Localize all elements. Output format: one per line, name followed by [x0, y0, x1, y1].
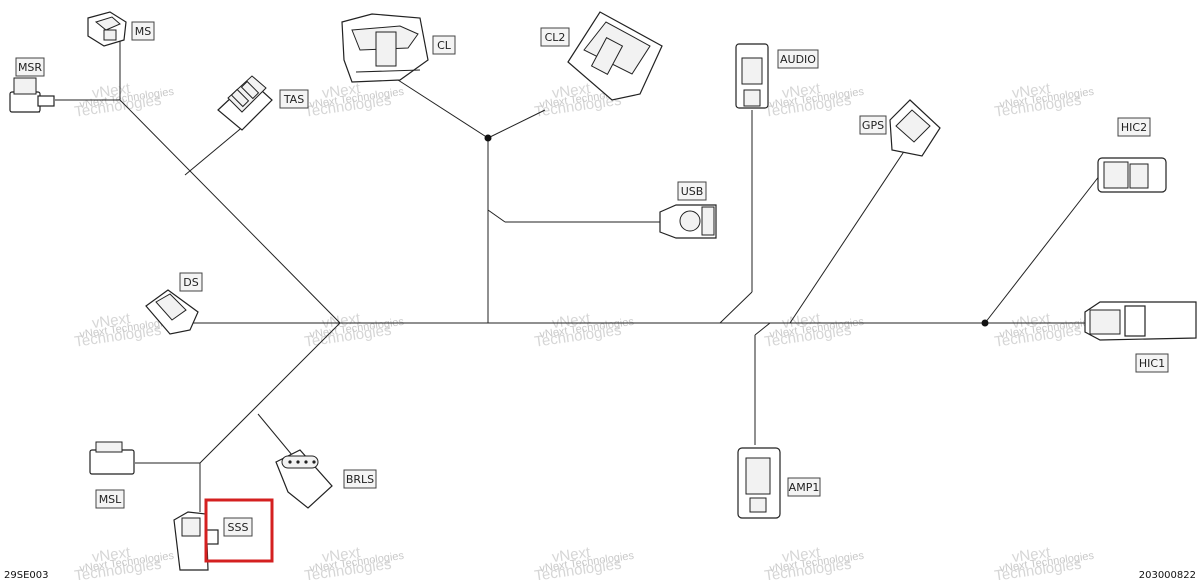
label-tas-text: TAS — [283, 93, 304, 106]
svg-text:vNext: vNext — [91, 80, 132, 102]
label-ds: DS — [179, 272, 203, 292]
label-hic1: HIC1 — [1135, 353, 1169, 373]
harness-wires — [55, 40, 1101, 512]
label-cl2: CL2 — [540, 27, 570, 47]
footer-right-code: 203000822 — [1139, 570, 1196, 580]
svg-text:vNext: vNext — [321, 310, 362, 332]
label-brls: BRLS — [343, 469, 377, 489]
label-msr: MSR — [15, 57, 45, 77]
label-ms-text: MS — [135, 25, 151, 38]
label-audio-text: AUDIO — [780, 53, 816, 66]
svg-text:vNext: vNext — [91, 310, 132, 332]
svg-text:vNext: vNext — [781, 544, 822, 566]
connector-msr[interactable] — [9, 77, 55, 113]
svg-text:vNext: vNext — [1011, 544, 1052, 566]
label-usb: USB — [677, 181, 707, 201]
label-usb-text: USB — [681, 185, 704, 198]
svg-text:vNext: vNext — [551, 310, 592, 332]
svg-text:vNext: vNext — [1011, 310, 1052, 332]
svg-text:vNext: vNext — [781, 80, 822, 102]
label-gps-text: GPS — [862, 119, 884, 132]
label-msl: MSL — [95, 489, 125, 509]
svg-text:vNext: vNext — [781, 310, 822, 332]
label-cl2-text: CL2 — [545, 31, 566, 44]
connector-ds[interactable] — [145, 289, 199, 335]
svg-text:vNext: vNext — [1011, 80, 1052, 102]
svg-text:vNext: vNext — [551, 80, 592, 102]
label-hic2: HIC2 — [1117, 117, 1151, 137]
connector-gps[interactable] — [889, 99, 941, 157]
junction-dot — [484, 134, 492, 142]
label-amp1-text: AMP1 — [789, 481, 820, 494]
junction-dot — [981, 319, 989, 327]
svg-text:vNext: vNext — [551, 544, 592, 566]
label-msl-text: MSL — [99, 493, 122, 506]
label-ms: MS — [131, 21, 155, 41]
connector-usb[interactable] — [659, 204, 717, 239]
connector-tas[interactable] — [217, 75, 273, 131]
label-hic1-text: HIC1 — [1139, 357, 1165, 370]
connector-cl2[interactable] — [567, 11, 663, 101]
connector-cl[interactable] — [341, 13, 429, 83]
highlight-box-sss — [204, 498, 274, 563]
label-sss-text: SSS — [228, 521, 249, 534]
label-cl-text: CL — [437, 39, 452, 52]
connector-brls[interactable] — [275, 449, 333, 509]
svg-text:vNext: vNext — [321, 544, 362, 566]
footer-left-code: 29SE003 — [4, 570, 48, 580]
label-gps: GPS — [859, 115, 887, 135]
connector-hic1[interactable] — [1084, 301, 1197, 341]
label-tas: TAS — [279, 89, 309, 109]
connector-audio[interactable] — [735, 43, 769, 109]
label-cl: CL — [432, 35, 456, 55]
label-amp1: AMP1 — [787, 477, 821, 497]
label-audio: AUDIO — [777, 49, 819, 69]
connector-ms[interactable] — [87, 11, 127, 47]
connector-amp1[interactable] — [737, 447, 781, 519]
label-sss: SSS — [223, 517, 253, 537]
label-msr-text: MSR — [18, 61, 42, 74]
label-ds-text: DS — [183, 276, 198, 289]
label-hic2-text: HIC2 — [1121, 121, 1147, 134]
connector-hic2[interactable] — [1097, 157, 1167, 193]
svg-text:vNext: vNext — [91, 544, 132, 566]
connector-sss[interactable] — [173, 511, 219, 571]
svg-text:vNext: vNext — [321, 80, 362, 102]
label-brls-text: BRLS — [346, 473, 374, 486]
connector-msl[interactable] — [89, 441, 135, 475]
